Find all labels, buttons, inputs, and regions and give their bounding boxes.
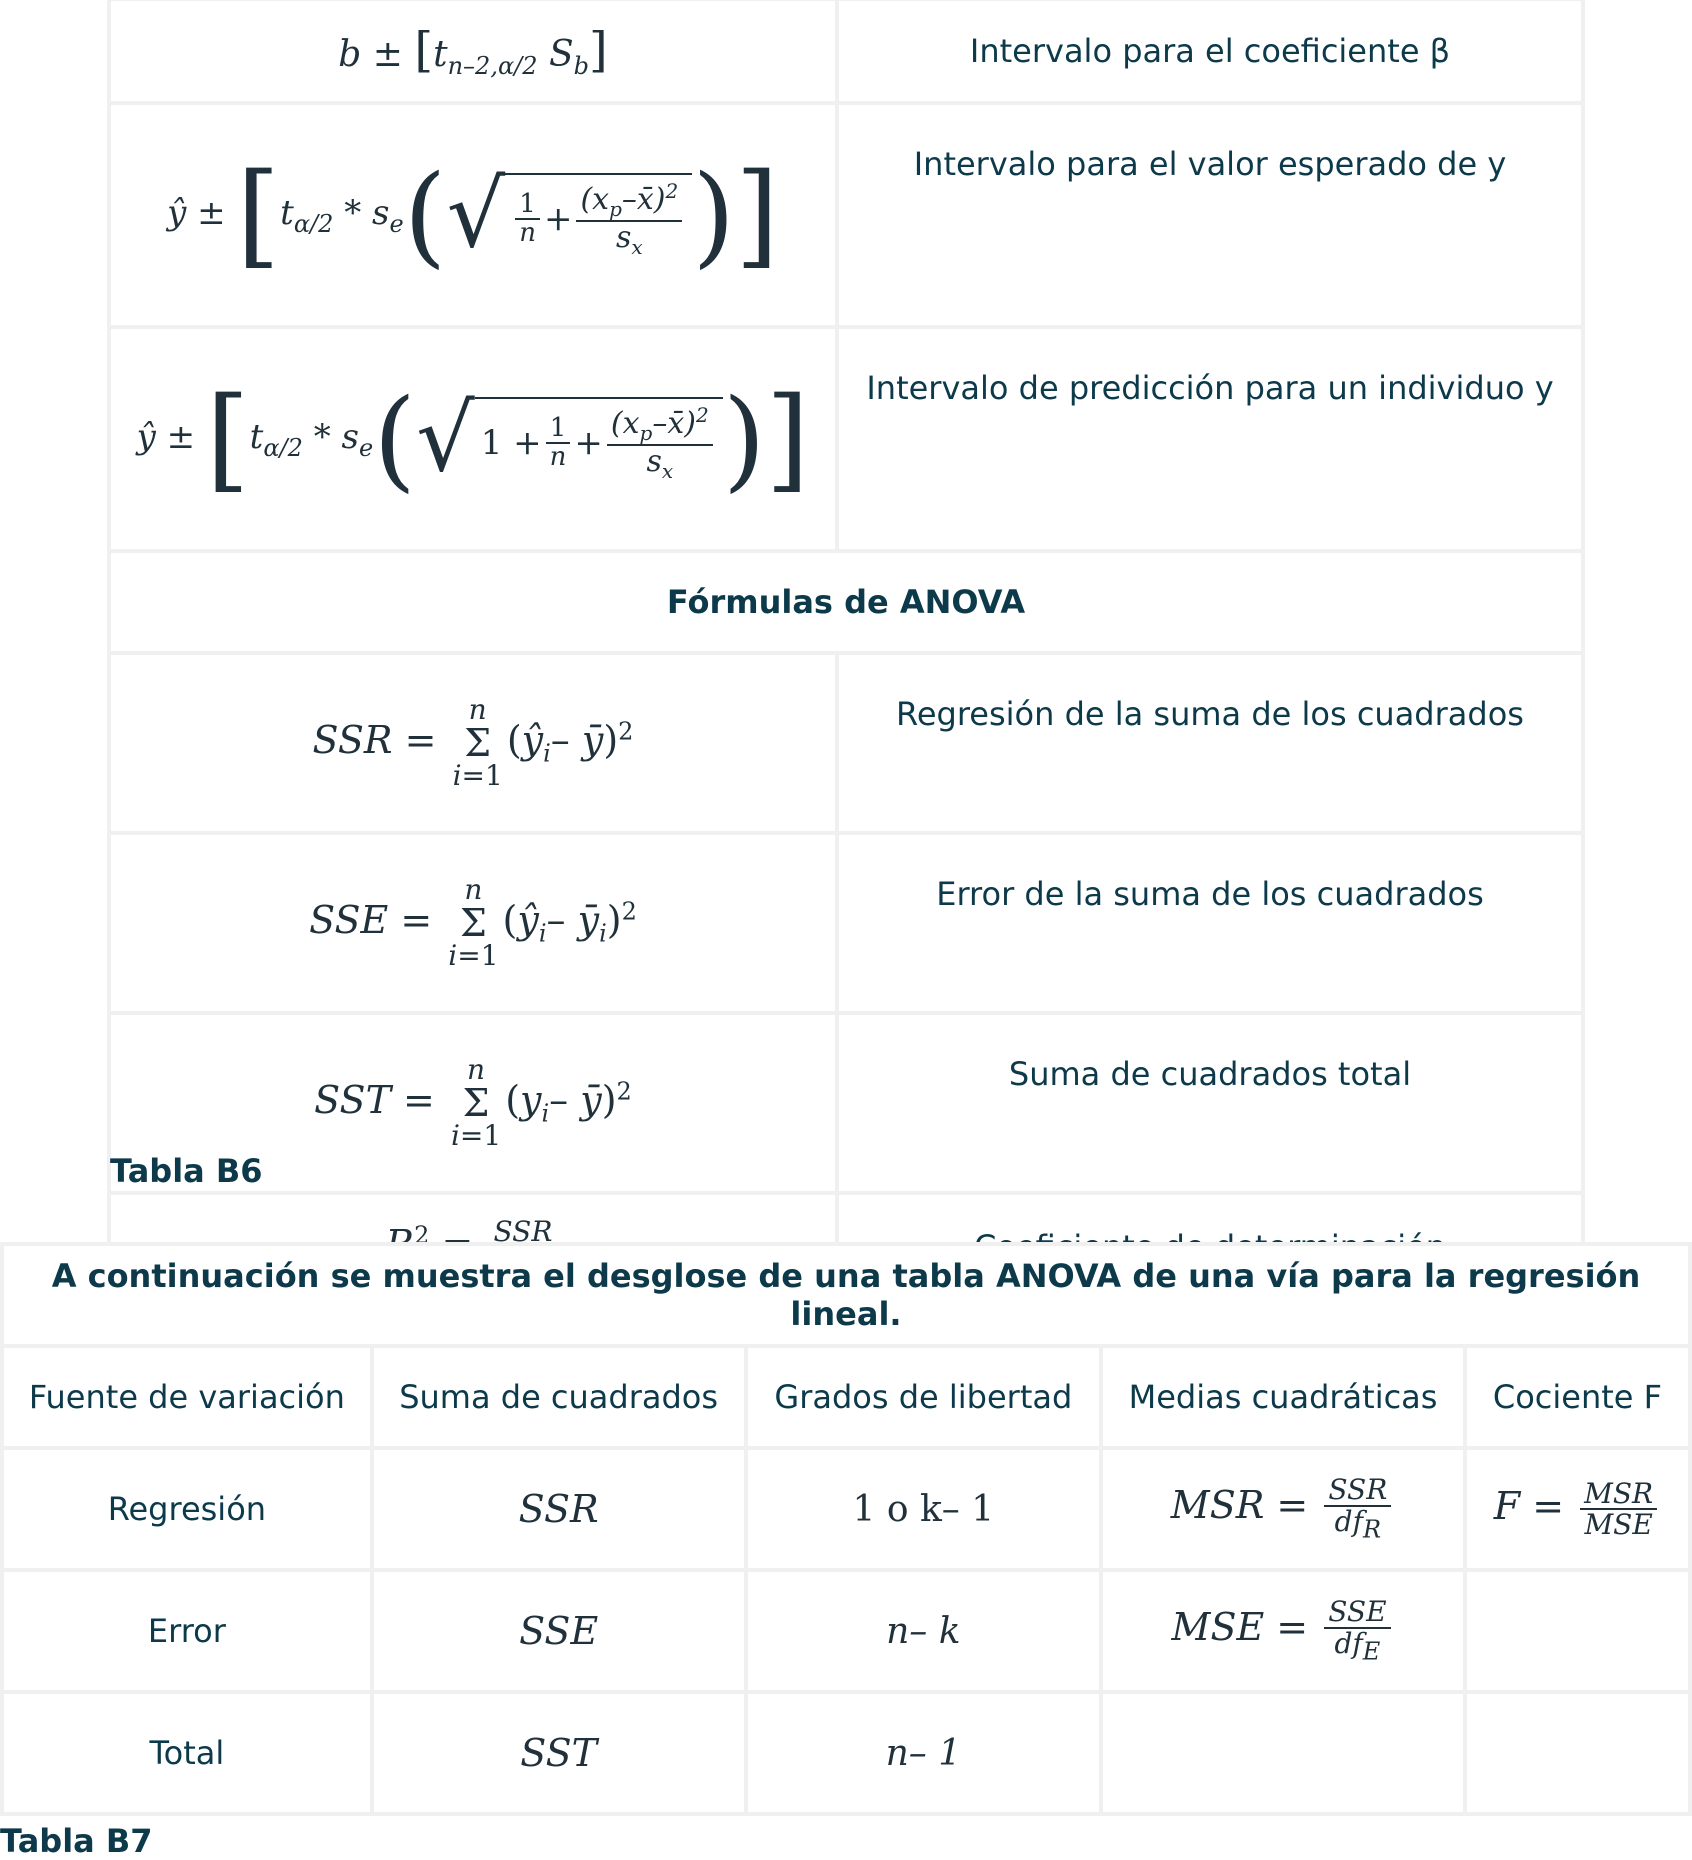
- cell-empty: [1466, 1694, 1688, 1812]
- cell-df: n– k: [747, 1572, 1100, 1690]
- source-text: Regresión: [107, 1490, 267, 1528]
- cell-empty: [1103, 1694, 1463, 1812]
- description-text: Intervalo para el coeficiente β: [969, 32, 1451, 70]
- description-text: Intervalo para el valor esperado de y: [913, 145, 1507, 183]
- formula-cell-beta-interval: b ± [tn–2,α/2 Sb]: [111, 1, 835, 101]
- ss-text: SST: [520, 1731, 597, 1775]
- table-row: Total SST n– 1: [4, 1694, 1688, 1812]
- column-header-text: Suma de cuadrados: [399, 1378, 719, 1416]
- description-cell: Intervalo de predicción para un individu…: [839, 329, 1581, 549]
- cell-ss: SST: [373, 1694, 744, 1812]
- table-b6: b ± [tn–2,α/2 Sb] Intervalo para el coef…: [107, 0, 1585, 1303]
- description-text: Regresión de la suma de los cuadrados: [896, 695, 1524, 733]
- table-b7-title: A continuación se muestra el desglose de…: [51, 1257, 1641, 1333]
- column-header-f-ratio: Cociente F: [1466, 1348, 1688, 1446]
- column-header-text: Medias cuadráticas: [1128, 1378, 1438, 1416]
- cell-ss: SSR: [373, 1450, 744, 1568]
- description-cell: Regresión de la suma de los cuadrados: [839, 655, 1581, 831]
- description-cell: Intervalo para el coeficiente β: [839, 1, 1581, 101]
- description-cell: Intervalo para el valor esperado de y: [839, 105, 1581, 325]
- anova-heading: Fórmulas de ANOVA: [666, 583, 1026, 621]
- ss-text: SSR: [518, 1487, 599, 1531]
- column-header-text: Fuente de variación: [28, 1378, 345, 1416]
- df-text: n– 1: [885, 1732, 962, 1774]
- column-header-degrees-of-freedom: Grados de libertad: [747, 1348, 1100, 1446]
- cell-df: 1 o k– 1: [747, 1450, 1100, 1568]
- table-b7-caption: Tabla B7: [0, 1822, 153, 1860]
- cell-source: Regresión: [4, 1450, 370, 1568]
- column-header-text: Grados de libertad: [774, 1378, 1073, 1416]
- description-text: Error de la suma de los cuadrados: [936, 875, 1484, 913]
- cell-source: Error: [4, 1572, 370, 1690]
- description-text: Suma de cuadrados total: [1008, 1055, 1412, 1093]
- cell-df: n– 1: [747, 1694, 1100, 1812]
- table-b7: A continuación se muestra el desglose de…: [0, 1242, 1692, 1816]
- column-header-mean-squares: Medias cuadráticas: [1103, 1348, 1463, 1446]
- anova-heading-cell: Fórmulas de ANOVA: [111, 553, 1581, 651]
- cell-source: Total: [4, 1694, 370, 1812]
- description-cell: Error de la suma de los cuadrados: [839, 835, 1581, 1011]
- description-cell: Suma de cuadrados total: [839, 1015, 1581, 1191]
- table-b6-caption: Tabla B6: [110, 1152, 263, 1190]
- column-header-source: Fuente de variación: [4, 1348, 370, 1446]
- column-header-sum-of-squares: Suma de cuadrados: [373, 1348, 744, 1446]
- table-b7-title-cell: A continuación se muestra el desglose de…: [4, 1246, 1688, 1344]
- cell-ss: SSE: [373, 1572, 744, 1690]
- ss-text: SSE: [519, 1609, 599, 1653]
- cell-empty: [1466, 1572, 1688, 1690]
- description-text: Intervalo de predicción para un individu…: [866, 369, 1554, 407]
- df-text: n– k: [886, 1610, 961, 1652]
- df-text: 1 o k– 1: [852, 1488, 995, 1530]
- source-text: Error: [147, 1612, 226, 1650]
- column-header-text: Cociente F: [1492, 1378, 1663, 1416]
- source-text: Total: [149, 1734, 225, 1772]
